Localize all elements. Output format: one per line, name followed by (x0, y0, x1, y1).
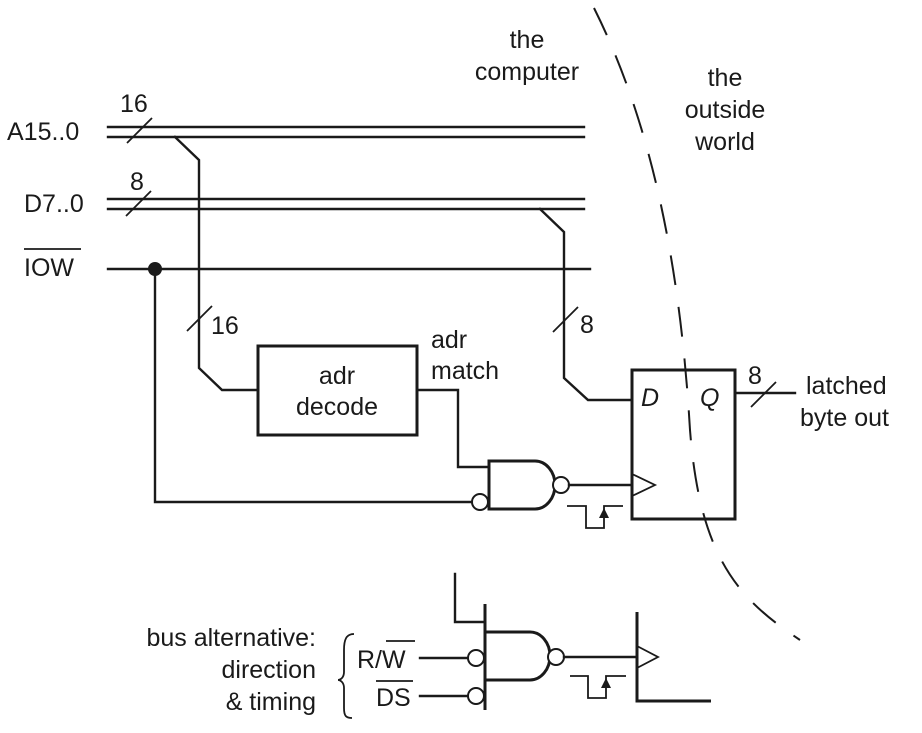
decoder-input-width: 16 (211, 312, 239, 340)
alt-nand-gate (486, 630, 552, 682)
rw-signal-prefix: R/W (357, 646, 406, 674)
rw-inversion-bubble (467, 649, 485, 667)
latch-input-width: 8 (580, 311, 594, 339)
data-bus: D7..0 8 (24, 168, 586, 218)
latched-byte-label-line2: byte out (800, 404, 889, 432)
pulse-icon (567, 505, 623, 529)
iow-line: IOW (24, 248, 592, 504)
data-bus-label: D7..0 (24, 190, 84, 218)
decoder-label-line1: adr (319, 362, 355, 390)
alt-output-bubble (547, 648, 565, 666)
ds-inversion-bubble (467, 687, 485, 705)
address-bus-width: 16 (120, 90, 148, 118)
adr-match-wire (415, 388, 491, 469)
latched-byte-label-line1: latched (806, 372, 887, 400)
d-flip-flop: D Q 8 latched byte out (630, 362, 889, 521)
computer-label-line2: computer (475, 58, 579, 86)
adr-match-label-line2: match (431, 357, 499, 385)
outside-label-line3: world (694, 128, 755, 156)
iow-label: IOW (24, 254, 74, 282)
bus-width-slash (186, 305, 213, 332)
bus-width-slash (552, 306, 579, 333)
alt-clock-triangle (636, 645, 660, 669)
computer-boundary-line (593, 7, 801, 641)
d-pin-label: D (641, 384, 659, 412)
bus-width-slash (126, 117, 153, 144)
decoder-label-line2: decode (296, 393, 378, 421)
outside-label-line1: the (708, 64, 743, 92)
address-decoder: adr decode adr match (256, 326, 499, 469)
bus-width-slash (125, 190, 152, 217)
alt-caption-line2: direction (222, 656, 317, 684)
alt-rising-edge-arrow-icon (601, 678, 611, 688)
inverted-input-bubble (471, 493, 489, 511)
bus-alternative: bus alternative: direction & timing R/W … (146, 572, 711, 719)
rising-edge-arrow-icon (599, 508, 609, 518)
decoder-input-wire: 16 (173, 135, 260, 392)
output-inversion-bubble (552, 476, 570, 494)
latch-input-wire: 8 (538, 207, 633, 402)
alt-caption-line1: bus alternative: (146, 624, 316, 652)
alt-pulse-icon (570, 675, 626, 699)
address-bus: A15..0 16 (7, 90, 586, 146)
address-bus-label: A15..0 (7, 118, 79, 146)
ds-signal-label: DS (376, 684, 411, 712)
alt-latch-outline (635, 612, 711, 703)
latch-output-width: 8 (748, 362, 762, 390)
clock-input-triangle (631, 473, 658, 497)
outside-label-line2: outside (685, 96, 766, 124)
computer-label-line1: the (510, 26, 545, 54)
alt-caption-line3: & timing (226, 688, 316, 716)
adr-match-label-line1: adr (431, 326, 467, 354)
bus-width-slash (750, 381, 777, 408)
nand-gate (471, 459, 633, 529)
q-pin-label: Q (700, 384, 719, 412)
curly-brace (337, 633, 355, 719)
data-bus-width: 8 (130, 168, 144, 196)
